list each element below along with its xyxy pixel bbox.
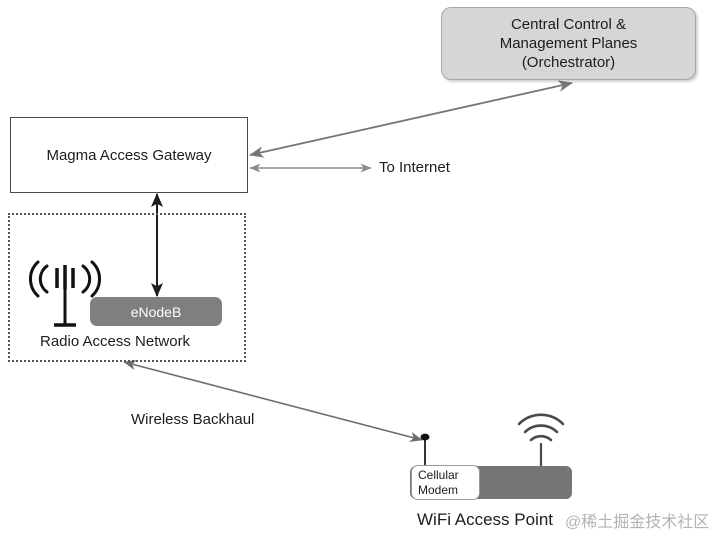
orchestrator-line-2: Management Planes xyxy=(499,35,638,52)
magma-access-gateway-box[interactable]: Magma Access Gateway xyxy=(10,117,248,193)
radio-access-network-group[interactable] xyxy=(8,213,246,362)
magma-access-gateway-label: Magma Access Gateway xyxy=(46,146,212,164)
enodeb-node[interactable]: eNodeB xyxy=(90,297,222,326)
cellular-modem-line-1: Cellular xyxy=(418,467,459,482)
cell-tower-icon xyxy=(28,260,102,327)
orchestrator-line-1: Central Control & xyxy=(510,16,627,33)
wifi-signal-icon xyxy=(517,413,565,468)
wireless-backhaul-label: Wireless Backhaul xyxy=(131,411,255,428)
orchestrator-box[interactable]: Central Control & Management Planes (Orc… xyxy=(441,7,696,80)
gateway-orchestrator-link xyxy=(249,80,573,158)
to-internet-label: To Internet xyxy=(379,159,450,176)
watermark: @稀土掘金技术社区 xyxy=(565,514,710,531)
radio-access-network-label: Radio Access Network xyxy=(40,333,191,350)
cellular-modem-box[interactable]: Cellular Modem xyxy=(411,465,480,500)
enodeb-label: eNodeB xyxy=(130,303,182,320)
cellular-antenna-icon xyxy=(420,433,430,468)
wifi-access-point-label: WiFi Access Point xyxy=(417,510,554,529)
cellular-modem-line-2: Modem xyxy=(418,482,459,497)
wireless-backhaul-link xyxy=(123,360,423,442)
orchestrator-line-3: (Orchestrator) xyxy=(521,54,616,71)
